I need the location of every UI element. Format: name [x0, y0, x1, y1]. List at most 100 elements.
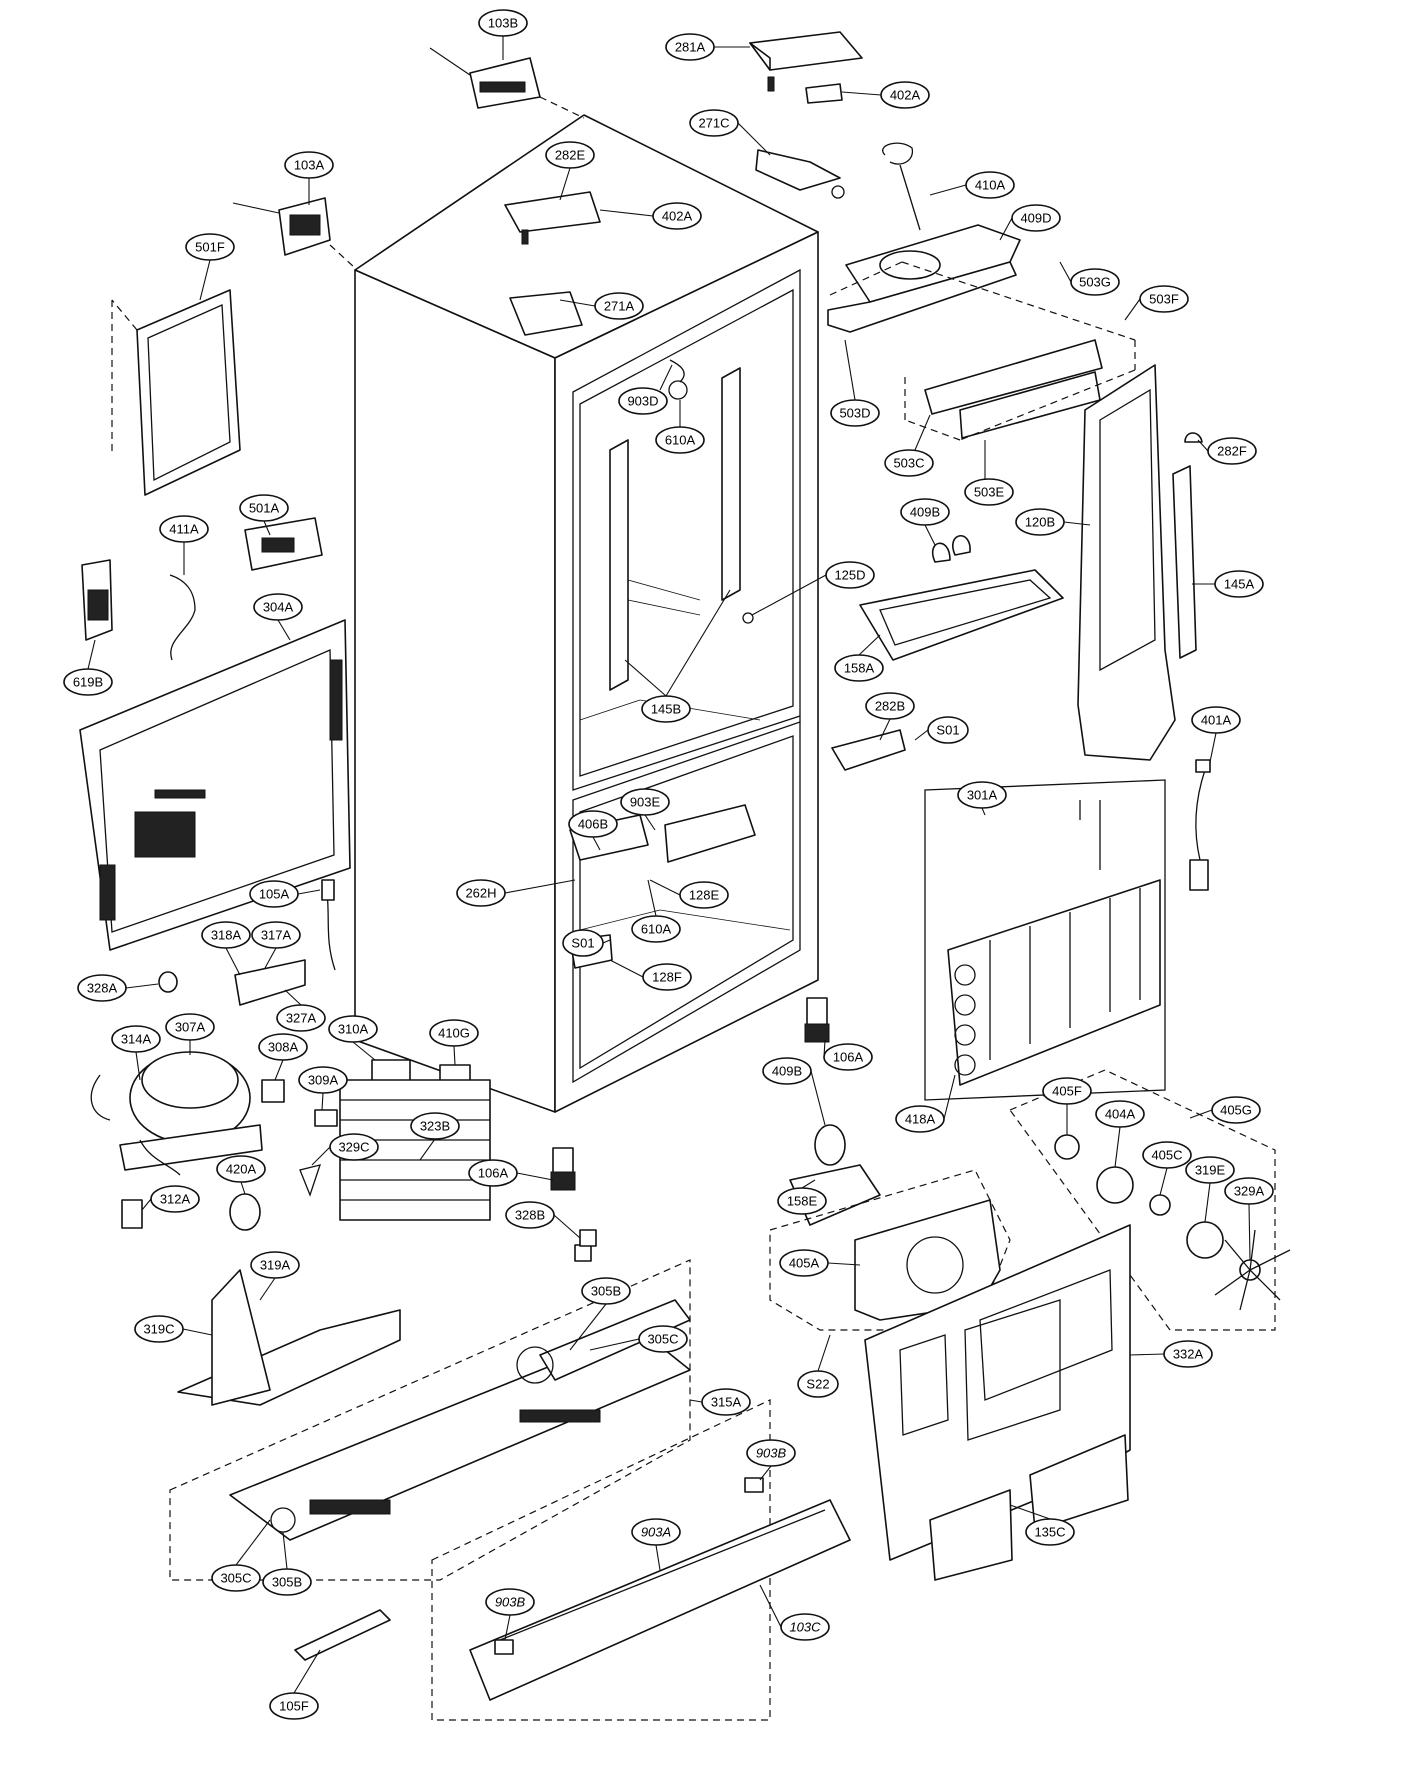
callout-281A: 281A — [665, 33, 715, 61]
top-parts — [429, 31, 1136, 441]
svg-text:145A: 145A — [1224, 577, 1255, 592]
grille-vents — [99, 659, 343, 921]
callout-328A: 328A — [77, 974, 127, 1002]
svg-text:271C: 271C — [698, 116, 729, 131]
svg-text:315A: 315A — [711, 1395, 742, 1410]
svg-text:405F: 405F — [1052, 1084, 1082, 1099]
svg-text:402A: 402A — [890, 88, 921, 103]
callout-327A: 327A — [276, 1004, 326, 1032]
svg-text:405G: 405G — [1220, 1103, 1252, 1118]
svg-text:282F: 282F — [1217, 444, 1247, 459]
compressor-parts — [90, 959, 597, 1406]
callout-317A: 317A — [251, 921, 301, 949]
callout-S01: S01 — [562, 929, 604, 957]
svg-text:S01: S01 — [936, 723, 959, 738]
svg-text:501F: 501F — [195, 240, 225, 255]
svg-text:318A: 318A — [211, 928, 242, 943]
svg-text:619B: 619B — [73, 675, 103, 690]
callout-619B: 619B — [63, 668, 113, 696]
svg-text:319C: 319C — [143, 1322, 174, 1337]
svg-text:305B: 305B — [272, 1575, 302, 1590]
callout-282F: 282F — [1207, 437, 1257, 465]
svg-text:128F: 128F — [652, 970, 682, 985]
callout-103C: 103C — [780, 1613, 830, 1641]
callout-304A: 304A — [253, 593, 303, 621]
callout-323B: 323B — [410, 1112, 460, 1140]
svg-text:501A: 501A — [249, 501, 280, 516]
refrigerator-cabinet — [354, 114, 830, 1191]
svg-text:105F: 105F — [279, 1699, 309, 1714]
svg-text:411A: 411A — [169, 522, 199, 537]
right-parts — [769, 364, 1291, 1581]
callout-503G: 503G — [1070, 268, 1120, 296]
callout-903D: 903D — [618, 387, 668, 415]
callout-S22: S22 — [797, 1370, 839, 1398]
svg-text:271A: 271A — [604, 299, 635, 314]
callout-106A: 106A — [468, 1159, 518, 1187]
callout-610A-top: 610A — [655, 426, 705, 454]
svg-text:405C: 405C — [1151, 1148, 1182, 1163]
svg-text:328B: 328B — [515, 1208, 545, 1223]
svg-text:404A: 404A — [1105, 1107, 1136, 1122]
svg-text:105A: 105A — [259, 887, 290, 902]
callout-135C: 135C — [1025, 1518, 1075, 1546]
callout-105A: 105A — [249, 880, 299, 908]
callout-271A: 271A — [594, 292, 644, 320]
svg-text:301A: 301A — [967, 788, 998, 803]
callout-503E: 503E — [964, 478, 1014, 506]
svg-text:314A: 314A — [121, 1032, 152, 1047]
svg-text:120B: 120B — [1025, 515, 1055, 530]
svg-text:409B: 409B — [910, 505, 940, 520]
svg-text:332A: 332A — [1173, 1347, 1204, 1362]
callout-903E: 903E — [620, 788, 670, 816]
callout-128E: 128E — [679, 881, 729, 909]
callout-120B: 120B — [1015, 508, 1065, 536]
callout-145B: 145B — [641, 695, 691, 723]
svg-text:262H: 262H — [465, 886, 496, 901]
svg-text:317A: 317A — [261, 928, 292, 943]
callout-610A: 610A — [631, 915, 681, 943]
svg-text:319A: 319A — [260, 1258, 291, 1273]
callout-405F: 405F — [1042, 1077, 1092, 1105]
callout-319C: 319C — [134, 1315, 184, 1343]
svg-text:282E: 282E — [555, 148, 586, 163]
left-side-parts — [79, 197, 356, 971]
svg-text:103C: 103C — [789, 1620, 821, 1635]
callout-402A-top: 402A — [880, 81, 930, 109]
callout-319E: 319E — [1185, 1156, 1235, 1184]
callout-503F: 503F — [1139, 285, 1189, 313]
svg-text:410A: 410A — [975, 178, 1006, 193]
svg-text:309A: 309A — [308, 1073, 339, 1088]
callout-405A: 405A — [779, 1249, 829, 1277]
callout-420A: 420A — [216, 1155, 266, 1183]
callout-503D: 503D — [830, 399, 880, 427]
callout-314A: 314A — [111, 1025, 161, 1053]
svg-text:610A: 610A — [665, 433, 696, 448]
svg-text:128E: 128E — [689, 888, 720, 903]
callout-503C: 503C — [884, 449, 934, 477]
svg-text:323B: 323B — [420, 1119, 450, 1134]
svg-text:S01: S01 — [571, 936, 594, 951]
svg-text:503E: 503E — [974, 485, 1005, 500]
svg-text:903E: 903E — [630, 795, 661, 810]
svg-text:305C: 305C — [647, 1332, 678, 1347]
callout-125D: 125D — [825, 561, 875, 589]
callout-282B: 282B — [865, 692, 915, 720]
svg-text:305B: 305B — [591, 1284, 621, 1299]
svg-text:420A: 420A — [226, 1162, 257, 1177]
svg-text:158E: 158E — [787, 1194, 818, 1209]
callout-310A: 310A — [328, 1015, 378, 1043]
svg-text:503G: 503G — [1079, 275, 1111, 290]
callout-103A: 103A — [284, 151, 334, 179]
callout-404A: 404A — [1095, 1100, 1145, 1128]
callout-402A: 402A — [652, 202, 702, 230]
svg-text:307A: 307A — [175, 1020, 206, 1035]
base-and-grille — [169, 1259, 851, 1721]
callout-301A: 301A — [957, 781, 1007, 809]
svg-text:610A: 610A — [641, 922, 672, 937]
svg-text:329A: 329A — [1234, 1184, 1265, 1199]
leader-lines — [87, 36, 1251, 1694]
callout-309A: 309A — [298, 1066, 348, 1094]
callout-105F: 105F — [269, 1692, 319, 1720]
callout-405G: 405G — [1211, 1096, 1261, 1124]
